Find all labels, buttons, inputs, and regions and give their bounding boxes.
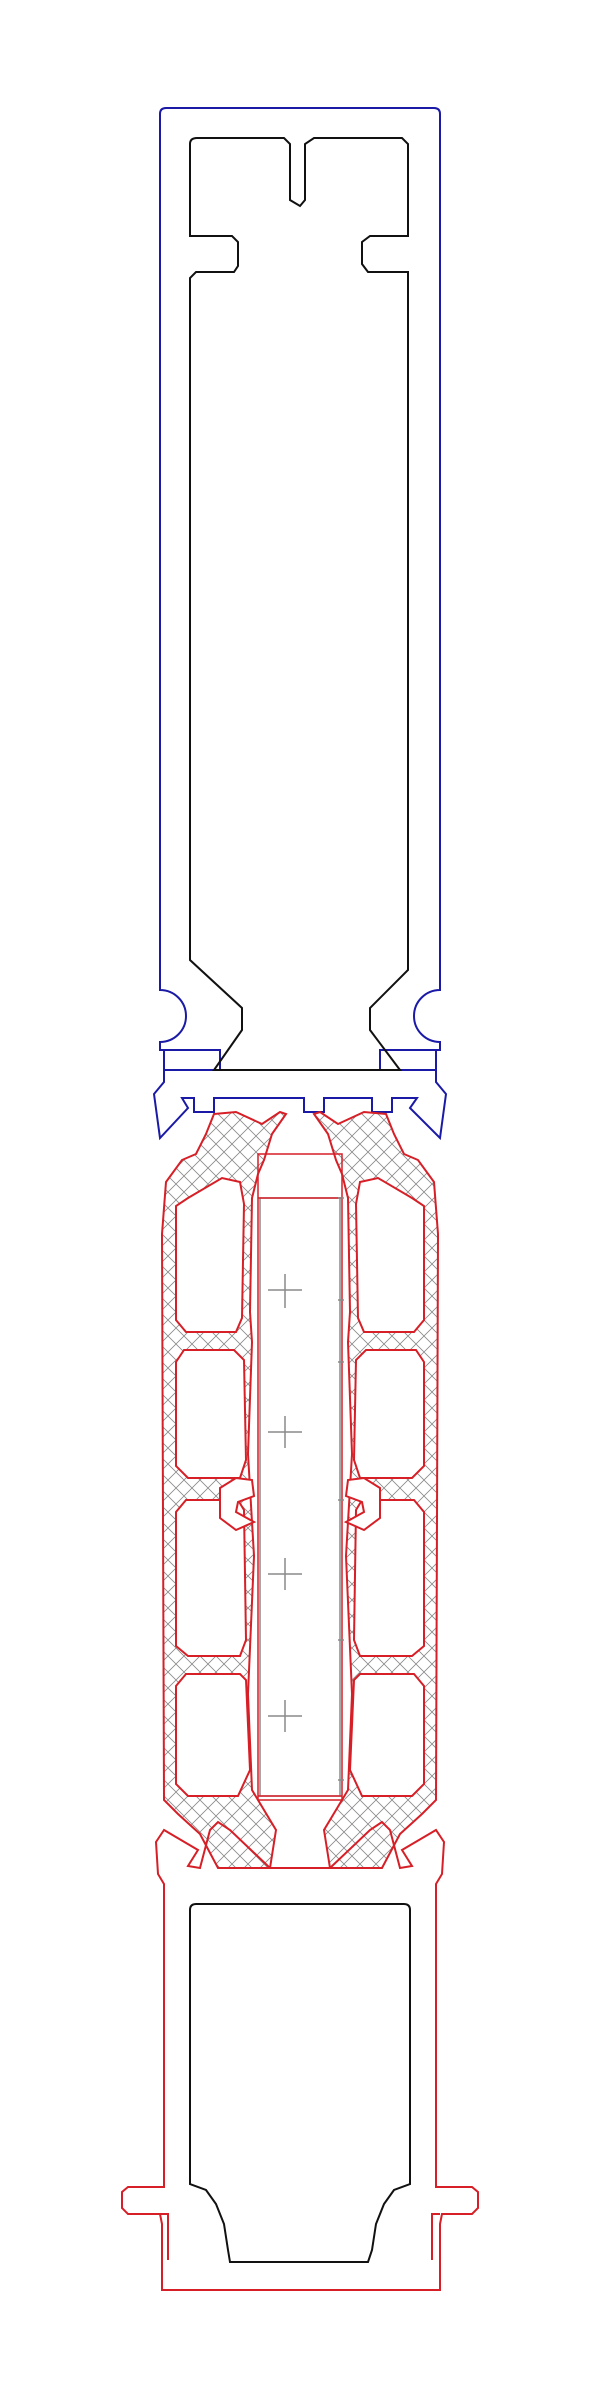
right-inner-key	[343, 1476, 381, 1532]
center-insulation-board	[257, 1153, 344, 1801]
insulation-board-outline	[257, 1153, 343, 1801]
left-chamber-3	[175, 1499, 248, 1657]
left-chamber-4	[175, 1673, 252, 1797]
upper-inner-chamber	[189, 137, 409, 1071]
right-chamber-2	[352, 1349, 425, 1479]
fastener-marks	[268, 1197, 344, 1781]
lower-profile-outline	[121, 1820, 479, 2291]
left-chamber-2	[175, 1349, 248, 1479]
upper-profile-flange-left	[164, 1049, 221, 1071]
fastener-cross	[268, 1416, 302, 1448]
left-thermal-bar	[160, 1110, 288, 1869]
lower-aluminium-profile	[121, 1820, 479, 2291]
fastener-cross	[268, 1558, 302, 1590]
left-inner-key	[219, 1476, 257, 1532]
upper-aluminium-profile	[152, 107, 448, 1141]
lower-profile-flange-left	[160, 2213, 169, 2260]
insulation-board-inner	[259, 1197, 341, 1797]
right-chamber-3	[352, 1499, 425, 1657]
left-chamber-1	[175, 1176, 246, 1333]
upper-profile-flange-right	[379, 1049, 436, 1071]
upper-profile-outline	[152, 107, 448, 1141]
fastener-cross	[268, 1700, 302, 1732]
lower-inner-chamber	[189, 1903, 411, 2263]
right-thermal-bar	[312, 1110, 440, 1869]
right-chamber-1	[354, 1176, 425, 1333]
lower-chamber-outline	[189, 1903, 411, 2263]
right-chamber-4	[348, 1673, 425, 1797]
lower-profile-flange-right	[431, 2213, 440, 2260]
fastener-cross	[268, 1274, 302, 1308]
upper-chamber-outline	[189, 137, 409, 1071]
